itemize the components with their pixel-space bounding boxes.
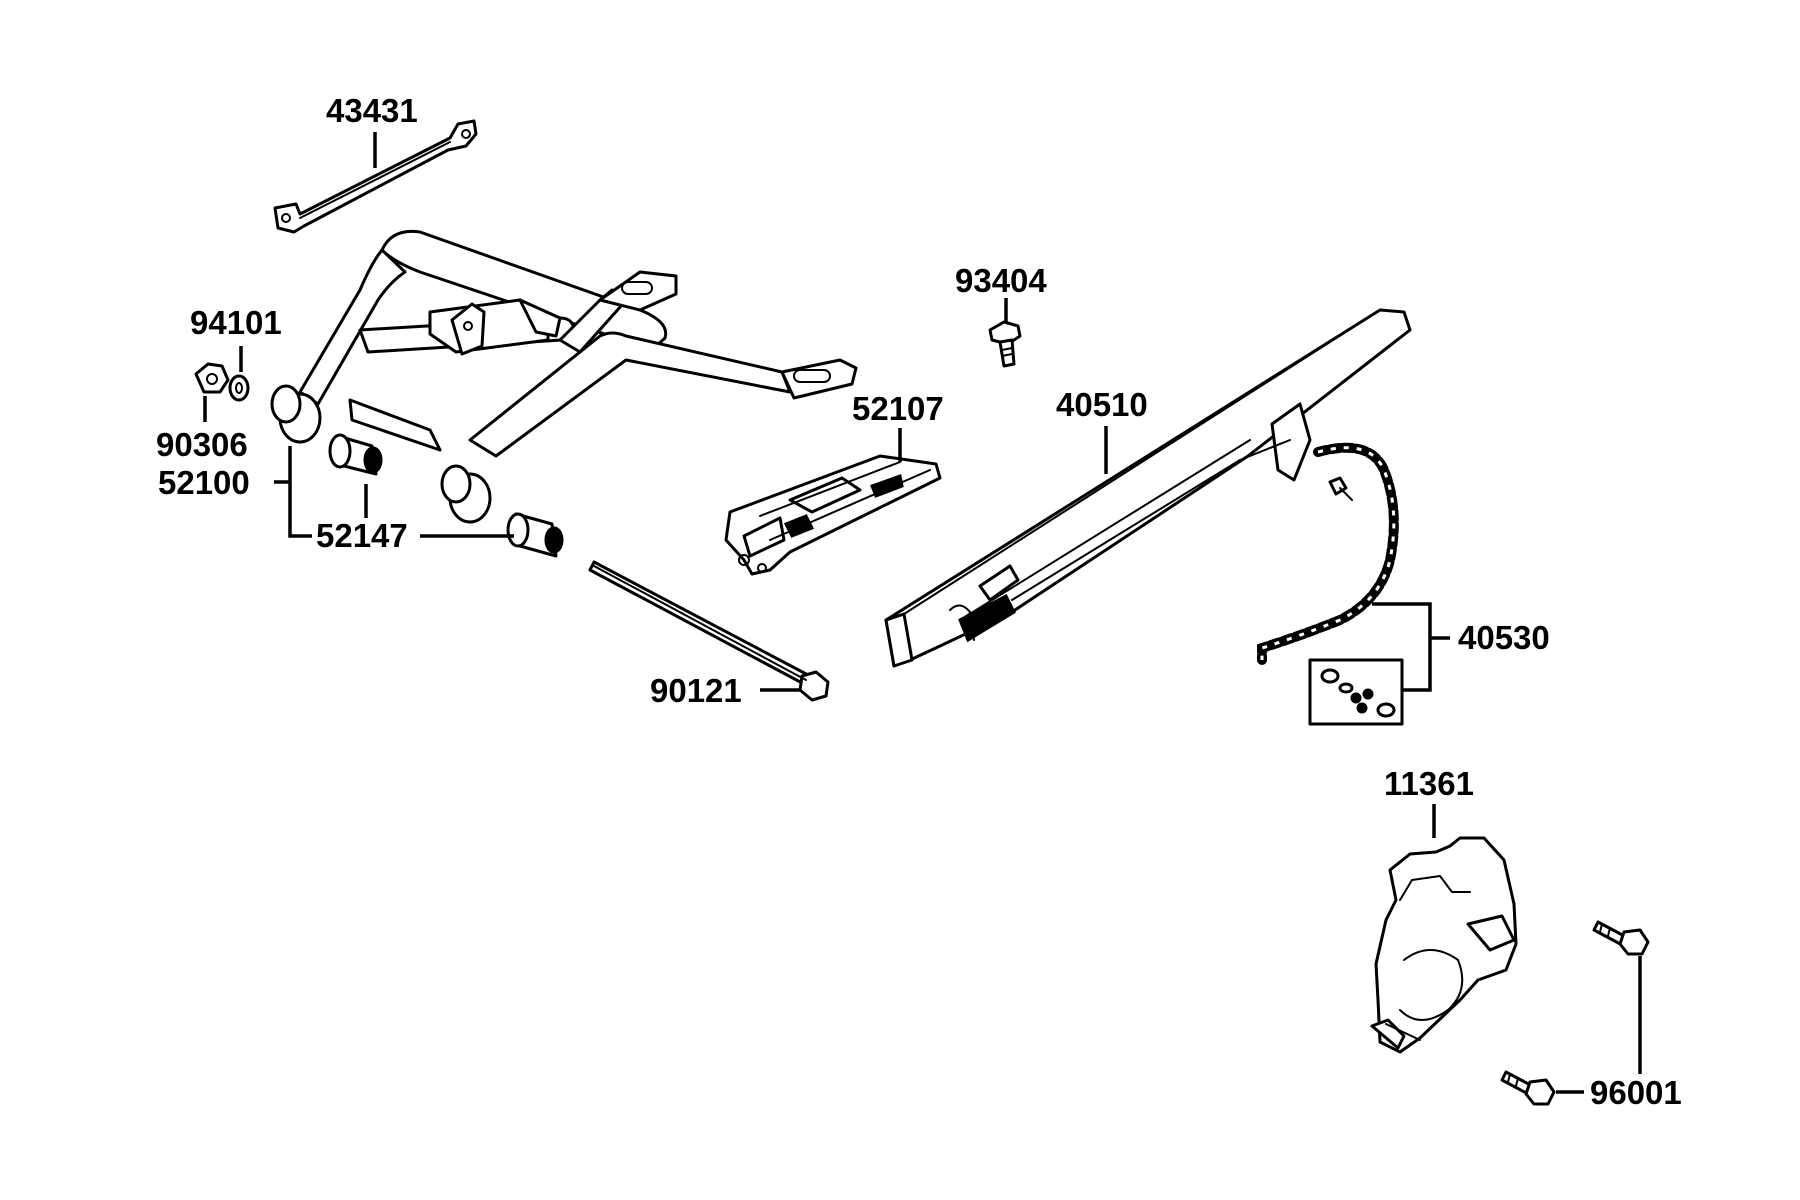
callout-40530: 40530 <box>1458 619 1550 656</box>
leader-40530-bracket <box>1372 602 1432 692</box>
callout-52107: 52107 <box>852 390 944 427</box>
callout-90306: 90306 <box>156 426 248 463</box>
callout-40510: 40510 <box>1056 386 1148 423</box>
part-52147-bushing-a[interactable] <box>328 433 383 476</box>
part-11361-sprocket-cover[interactable] <box>1370 836 1518 1054</box>
callout-90121: 90121 <box>650 672 742 709</box>
callout-11361: 11361 <box>1384 765 1474 802</box>
part-40530-drive-chain[interactable] <box>1257 442 1399 665</box>
callout-52147: 52147 <box>316 517 408 554</box>
part-96001-bolt-lower[interactable] <box>1500 1070 1556 1106</box>
part-40530-joint-kit-box[interactable] <box>1308 658 1404 726</box>
part-43431-link-rod[interactable] <box>273 119 478 234</box>
part-96001-bolt-upper[interactable] <box>1592 920 1650 956</box>
callout-94101: 94101 <box>190 304 282 341</box>
part-90306-nut[interactable] <box>194 362 230 394</box>
part-52107-chain-adjuster[interactable] <box>724 454 942 576</box>
part-52147-bushing-b[interactable] <box>506 512 564 558</box>
part-90121-axle-bolt[interactable] <box>588 560 830 702</box>
part-40510-chain-guard[interactable] <box>884 308 1412 668</box>
callout-93404: 93404 <box>955 262 1047 299</box>
callout-52100: 52100 <box>158 464 250 501</box>
part-94101-washer[interactable] <box>228 374 250 402</box>
callout-96001: 96001 <box>1590 1074 1682 1111</box>
part-40530-chain-bolt[interactable] <box>1328 476 1353 501</box>
callout-43431: 43431 <box>326 92 418 129</box>
leader-52100-bracket <box>288 446 312 538</box>
part-93404-bolt[interactable] <box>988 320 1022 368</box>
part-52100-swing-arm[interactable] <box>270 229 858 524</box>
